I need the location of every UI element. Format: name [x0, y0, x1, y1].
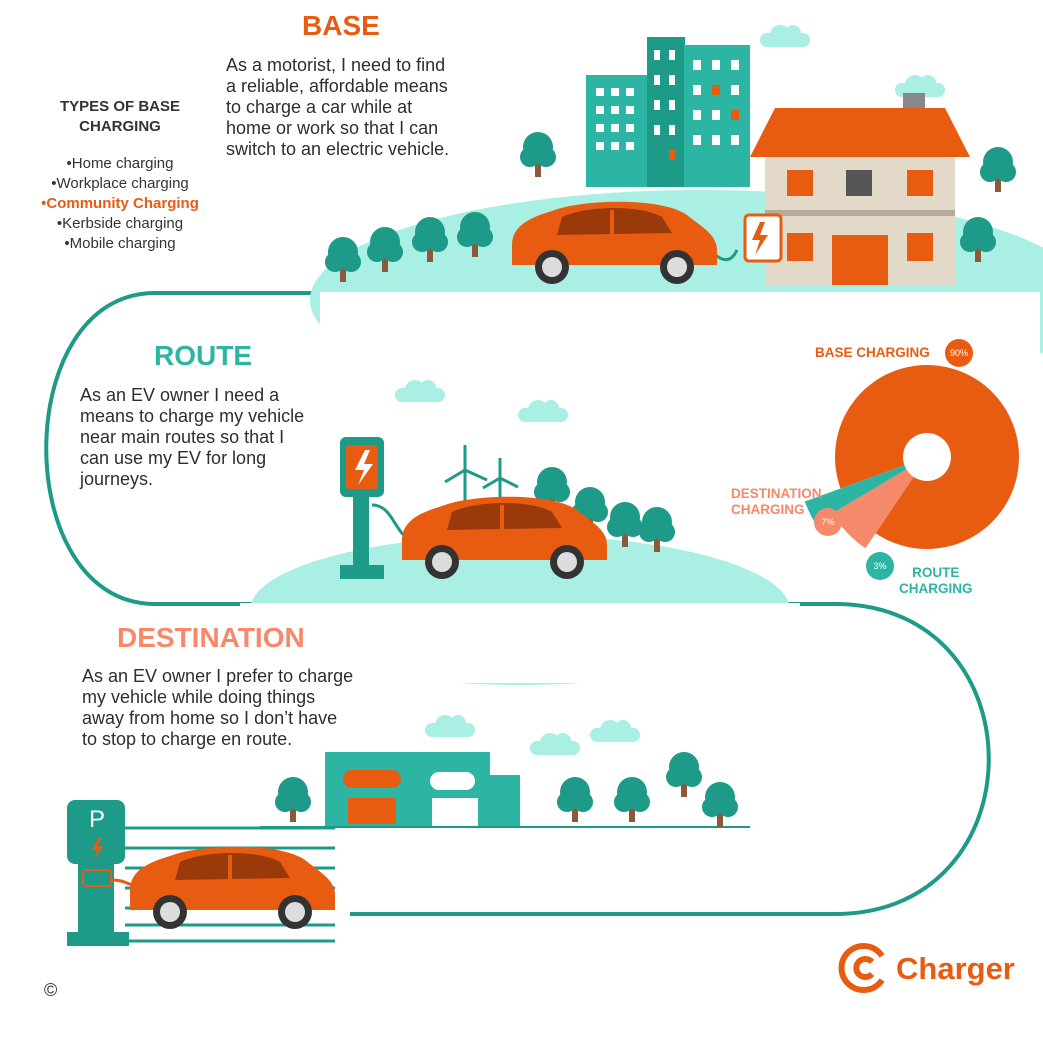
route-description-line: journeys. [80, 469, 154, 489]
pie-chart: 90% 7% 3% [804, 339, 1020, 580]
pie-label-base-text: BASE CHARGING [815, 345, 930, 360]
type-item-community: Community Charging [20, 194, 220, 214]
pie-label-route-line: CHARGING [899, 581, 973, 596]
destination-description-line: away from home so I don’t have [82, 708, 338, 728]
pie-label-route: ROUTE CHARGING [899, 565, 973, 597]
types-title-line: TYPES OF BASE [59, 98, 181, 115]
base-description-line: a reliable, affordable means [226, 76, 448, 96]
route-description: As an EV owner I need a means to charge … [80, 385, 355, 490]
pie-value-badge [814, 508, 842, 536]
base-description-line: As a motorist, I need to find [226, 55, 446, 75]
base-description-line: switch to an electric vehicle. [226, 139, 450, 159]
route-scene [240, 380, 800, 685]
charger-logo-icon [838, 943, 885, 993]
destination-description-line: to stop to charge en route. [82, 729, 293, 749]
pie-hole [903, 433, 951, 481]
route-description-line: As an EV owner I need a [80, 385, 280, 405]
pie-label-destination-line: CHARGING [731, 502, 805, 517]
type-item-kerbside: Kerbside charging [20, 214, 220, 234]
destination-scene [67, 715, 750, 946]
journey-path [44, 291, 991, 916]
base-description: As a motorist, I need to find a reliable… [226, 55, 506, 160]
pie-value-badge [866, 552, 894, 580]
pie-label-destination-line: DESTINATION [731, 486, 822, 501]
destination-description: As an EV owner I prefer to charge my veh… [82, 666, 412, 750]
route-description-line: near main routes so that I [80, 427, 285, 447]
types-title: TYPES OF BASE CHARGING [20, 97, 220, 137]
base-heading: BASE [302, 10, 380, 41]
pie-label-destination: DESTINATION CHARGING [731, 486, 822, 518]
pie-value-label: 90% [950, 348, 968, 358]
pie-value-label: 3% [873, 561, 886, 571]
route-description-line: means to charge my vehicle [80, 406, 305, 426]
type-item-home: Home charging [20, 154, 220, 174]
pie-slice [804, 457, 927, 524]
destination-description-line: As an EV owner I prefer to charge [82, 666, 354, 686]
charger-logo-text: Charger [896, 951, 1015, 986]
pie-label-route-line: ROUTE [912, 565, 960, 580]
base-description-line: to charge a car while at [226, 97, 413, 117]
type-item-workplace: Workplace charging [20, 174, 220, 194]
route-heading: ROUTE [154, 340, 252, 371]
types-title-line: CHARGING [79, 118, 161, 135]
destination-description-line: my vehicle while doing things [82, 687, 316, 707]
route-description-line: can use my EV for long [80, 448, 267, 468]
type-item-mobile: Mobile charging [20, 234, 220, 254]
pie-slice [832, 457, 927, 549]
parking-icon: P [88, 806, 105, 833]
types-list: Home charging Workplace charging Communi… [20, 154, 220, 254]
base-description-line: home or work so that I can [226, 118, 439, 138]
pie-label-base: BASE CHARGING [815, 345, 930, 361]
copyright-mark: © [44, 980, 58, 1000]
pie-value-label: 7% [821, 517, 834, 527]
pie-value-badge [945, 339, 973, 367]
base-charging-types: TYPES OF BASE CHARGING Home charging Wor… [20, 97, 220, 254]
destination-heading: DESTINATION [117, 622, 305, 653]
